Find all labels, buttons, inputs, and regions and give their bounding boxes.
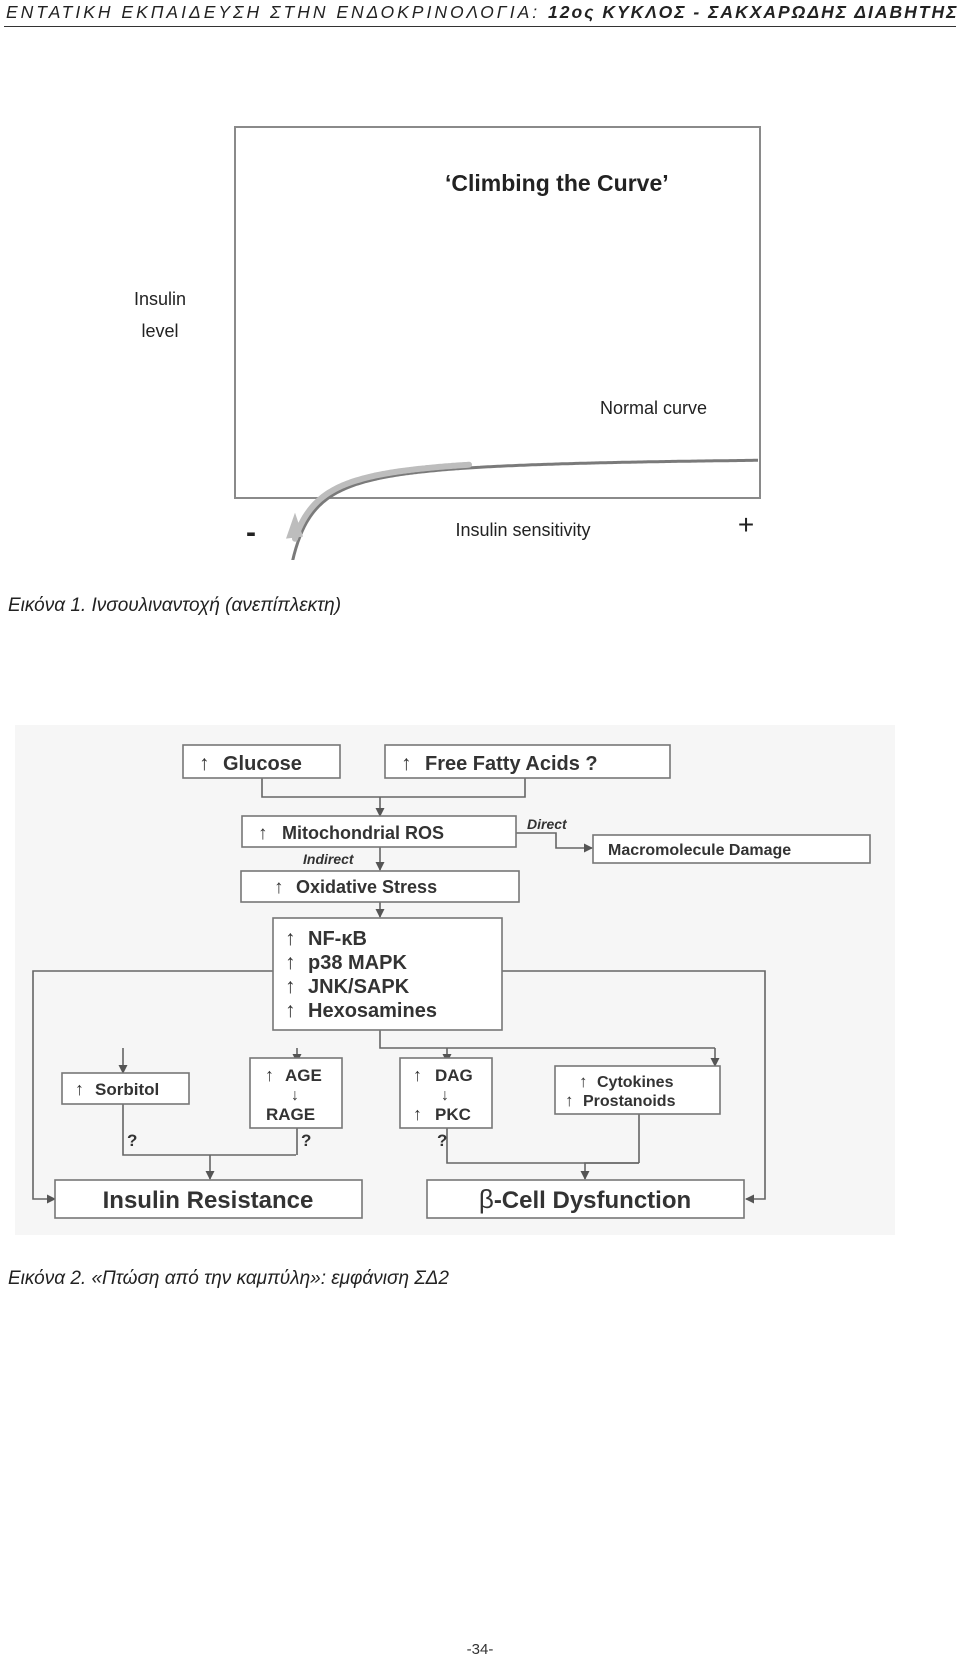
glucose-box: ↑ Glucose [182, 744, 341, 779]
oxidative-stress-label: Oxidative Stress [296, 877, 437, 897]
running-head: ΕΝΤΑΤΙΚΗ ΕΚΠΑΙΔΕΥΣΗ ΣΤΗΝ ΕΝΔΟΚΡΙΝΟΛΟΓΙΑ:… [6, 2, 956, 28]
x-axis-max-label: + [738, 509, 754, 540]
cytokines-prostanoids-box: ↑ Cytokines ↑ Prostanoids [554, 1065, 721, 1115]
dag-question-mark: ? [437, 1131, 447, 1150]
mitochondrial-ros-box: ↑ Mitochondrial ROS [241, 815, 517, 848]
up-arrow-icon: ↑ [285, 975, 296, 998]
free-fatty-acids-label: Free Fatty Acids ? [425, 753, 598, 775]
figure2-caption: Εικόνα 2. «Πτώση από την καμπύλη»: εμφάν… [8, 1268, 449, 1289]
running-head-cycle: 12ος ΚΥΚΛΟΣ - ΣΑΚΧΑΡΩΔΗΣ ΔΙΑΒΗΤΗΣ [548, 2, 959, 22]
running-head-series: ΕΝΤΑΤΙΚΗ ΕΚΠΑΙΔΕΥΣΗ ΣΤΗΝ ΕΝΔΟΚΡΙΝΟΛΟΓΙΑ: [6, 2, 541, 22]
hexosamines-label: Hexosamines [308, 1000, 437, 1022]
up-arrow-icon: ↑ [413, 1104, 422, 1124]
beta-symbol: β [479, 1184, 494, 1214]
chart-plot-area [234, 126, 761, 499]
chart-title: ‘Climbing the Curve’ [445, 170, 669, 196]
pkc-label: PKC [435, 1105, 471, 1124]
climbing-curve-arrow-line [292, 461, 472, 542]
up-arrow-icon: ↑ [285, 951, 296, 974]
direct-edge-label: Direct [527, 816, 568, 832]
dag-pkc-box: ↑ DAG ↓ ↑ PKC [399, 1057, 493, 1129]
glucose-label: Glucose [223, 753, 302, 775]
y-axis-label-line1: Insulin [134, 289, 186, 309]
x-axis-label: Insulin sensitivity [455, 520, 590, 540]
beta-cell-dysfunction-label: -Cell Dysfunction [494, 1187, 691, 1214]
up-arrow-icon: ↑ [565, 1091, 574, 1110]
jnk-sapk-label: JNK/SAPK [308, 976, 410, 998]
down-arrow-icon: ↓ [441, 1087, 449, 1104]
down-arrow-icon: ↓ [291, 1087, 299, 1104]
cytokines-label: Cytokines [597, 1074, 674, 1091]
signaling-pathways-box: ↑ NF-κB ↑ p38 MAPK ↑ JNK/SAPK ↑ Hexosami… [272, 917, 503, 1031]
insulin-resistance-label: Insulin Resistance [103, 1187, 314, 1214]
figure-pathway-flowchart: ↑ Glucose ↑ Free Fatty Acids ? ↑ Mitocho… [15, 725, 895, 1235]
macromolecule-damage-box: Macromolecule Damage [592, 834, 871, 864]
up-arrow-icon: ↑ [413, 1065, 422, 1085]
flowchart-connectors [32, 778, 766, 1204]
plot-frame [234, 126, 761, 499]
up-arrow-icon: ↑ [258, 823, 268, 844]
up-arrow-icon: ↑ [199, 752, 210, 775]
up-arrow-icon: ↑ [75, 1079, 84, 1099]
up-arrow-icon: ↑ [285, 999, 296, 1022]
prostanoids-label: Prostanoids [583, 1093, 676, 1110]
sorbitol-label: Sorbitol [95, 1080, 159, 1099]
up-arrow-icon: ↑ [274, 877, 284, 898]
y-axis-label-line2: level [141, 321, 178, 341]
up-arrow-icon: ↑ [579, 1072, 588, 1091]
beta-cell-dysfunction-text: β-Cell Dysfunction [479, 1184, 691, 1214]
beta-cell-dysfunction-box: β-Cell Dysfunction [426, 1179, 745, 1219]
sorbitol-box: ↑ Sorbitol [61, 1072, 190, 1105]
x-axis-min-label: - [246, 516, 256, 549]
page-number: -34- [466, 1641, 494, 1658]
up-arrow-icon: ↑ [265, 1065, 274, 1085]
oxidative-stress-box: ↑ Oxidative Stress [240, 870, 520, 903]
age-rage-box: ↑ AGE ↓ RAGE [249, 1057, 343, 1129]
nf-kb-label: NF-κB [308, 928, 367, 950]
free-fatty-acids-box: ↑ Free Fatty Acids ? [384, 744, 671, 779]
age-question-mark: ? [301, 1131, 311, 1150]
figure1-caption: Εικόνα 1. Ινσουλιναντοχή (ανεπίπλεκτη) [8, 595, 342, 616]
dag-label: DAG [435, 1066, 473, 1085]
climbing-arrowhead-icon [286, 512, 303, 539]
up-arrow-icon: ↑ [401, 752, 412, 775]
sorbitol-question-mark: ? [127, 1131, 137, 1150]
rage-label: RAGE [266, 1105, 315, 1124]
up-arrow-icon: ↑ [285, 927, 296, 950]
indirect-edge-label: Indirect [303, 851, 355, 867]
header-rule [4, 26, 956, 27]
normal-curve-line [291, 458, 758, 560]
series-label-normal-curve: Normal curve [600, 398, 707, 418]
macromolecule-damage-label: Macromolecule Damage [608, 842, 791, 859]
mitochondrial-ros-label: Mitochondrial ROS [282, 823, 444, 843]
figure-climbing-curve-chart: ‘Climbing the Curve’ Insulin level Norma… [134, 126, 761, 560]
age-label: AGE [285, 1066, 322, 1085]
insulin-resistance-box: Insulin Resistance [54, 1179, 363, 1219]
p38-mapk-label: p38 MAPK [308, 952, 407, 974]
